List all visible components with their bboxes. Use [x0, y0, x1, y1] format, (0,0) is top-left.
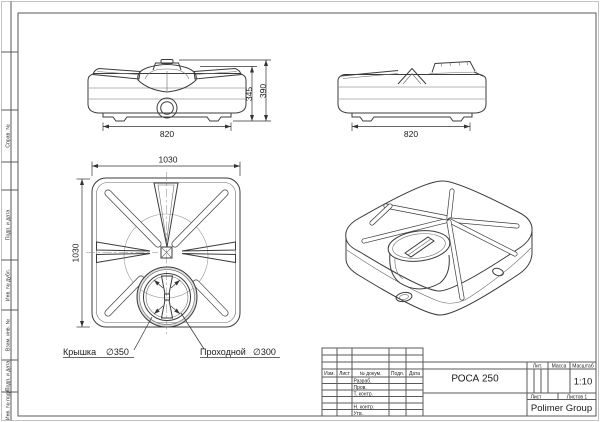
- top-width-value: 1030: [159, 155, 178, 165]
- tb-col-izm: Изм.: [324, 371, 335, 377]
- front-height-dimensions: 345 390: [179, 59, 271, 122]
- tb-scale-label: Масштаб: [572, 363, 594, 369]
- company-name: Polimer Group: [531, 403, 592, 414]
- tb-sheet-label: Лист: [531, 394, 543, 400]
- top-width-dimension: 1030: [91, 155, 241, 176]
- tb-row-razrab: Разраб.: [354, 379, 372, 385]
- scale-value: 1:10: [574, 377, 593, 388]
- top-view: 1030 1030 Крышка ∅350 Проходной ∅300: [63, 155, 280, 358]
- margin-label-podp-1: Подп. и дата: [6, 210, 12, 241]
- margin-strip: Справ. № Подп. и дата Инв. № дубл. Взам.…: [6, 124, 12, 420]
- front-view: 820 345 390: [87, 59, 271, 139]
- top-depth-dimension: 1030: [71, 178, 90, 328]
- tb-row-prov: Пров.: [354, 385, 367, 391]
- height-total-value: 390: [258, 84, 268, 98]
- isometric-view: [345, 180, 533, 316]
- height-body-value: 345: [244, 87, 254, 101]
- tb-col-data: Дата: [409, 371, 420, 377]
- outlet-callout: Проходной ∅300: [180, 312, 280, 358]
- tb-lit-label: Лит.: [533, 363, 542, 369]
- margin-label-vzam: Взам. инв. №: [6, 318, 12, 351]
- tb-col-docnum: № докум.: [360, 371, 382, 377]
- tb-row-tkontr: Т. контр.: [354, 392, 374, 398]
- lid-callout-value: ∅350: [106, 347, 129, 357]
- tb-row-utv: Утв.: [354, 411, 364, 417]
- top-view-ribs: [104, 189, 229, 317]
- margin-label-inv-podl: Инв. № подл.: [6, 388, 12, 420]
- top-depth-value: 1030: [71, 243, 81, 262]
- margin-label-sprav: Справ. №: [6, 124, 12, 148]
- outlet-callout-label: Проходной: [200, 347, 246, 357]
- tb-col-list: Лист: [339, 371, 351, 377]
- side-width-value: 820: [404, 129, 418, 139]
- iso-ribs: [361, 188, 520, 301]
- lid-callout: Крышка ∅350: [63, 316, 153, 358]
- tb-mass-label: Масса: [552, 363, 567, 369]
- iso-lid: [387, 230, 451, 290]
- front-width-dimension: 820: [102, 122, 232, 139]
- side-view: 820: [337, 60, 487, 139]
- margin-label-inv-dubl: Инв. № дубл.: [6, 269, 12, 301]
- title-block: Изм. Лист № докум. Подп. Дата Разраб. Пр…: [321, 347, 596, 417]
- product-name: РОСА 250: [451, 374, 499, 385]
- front-width-value: 820: [160, 129, 174, 139]
- tb-col-podp: Подп.: [391, 371, 404, 377]
- outlet-callout-value: ∅300: [253, 347, 276, 357]
- side-width-dimension: 820: [351, 122, 471, 139]
- lid-callout-label: Крышка: [63, 347, 96, 357]
- margin-label-podp-2: Подп. и дата: [6, 361, 12, 392]
- lid-opening: [136, 266, 198, 328]
- tb-row-nkontr: Н. контр.: [354, 405, 375, 411]
- tb-sheets-label: Листов 1: [567, 394, 588, 400]
